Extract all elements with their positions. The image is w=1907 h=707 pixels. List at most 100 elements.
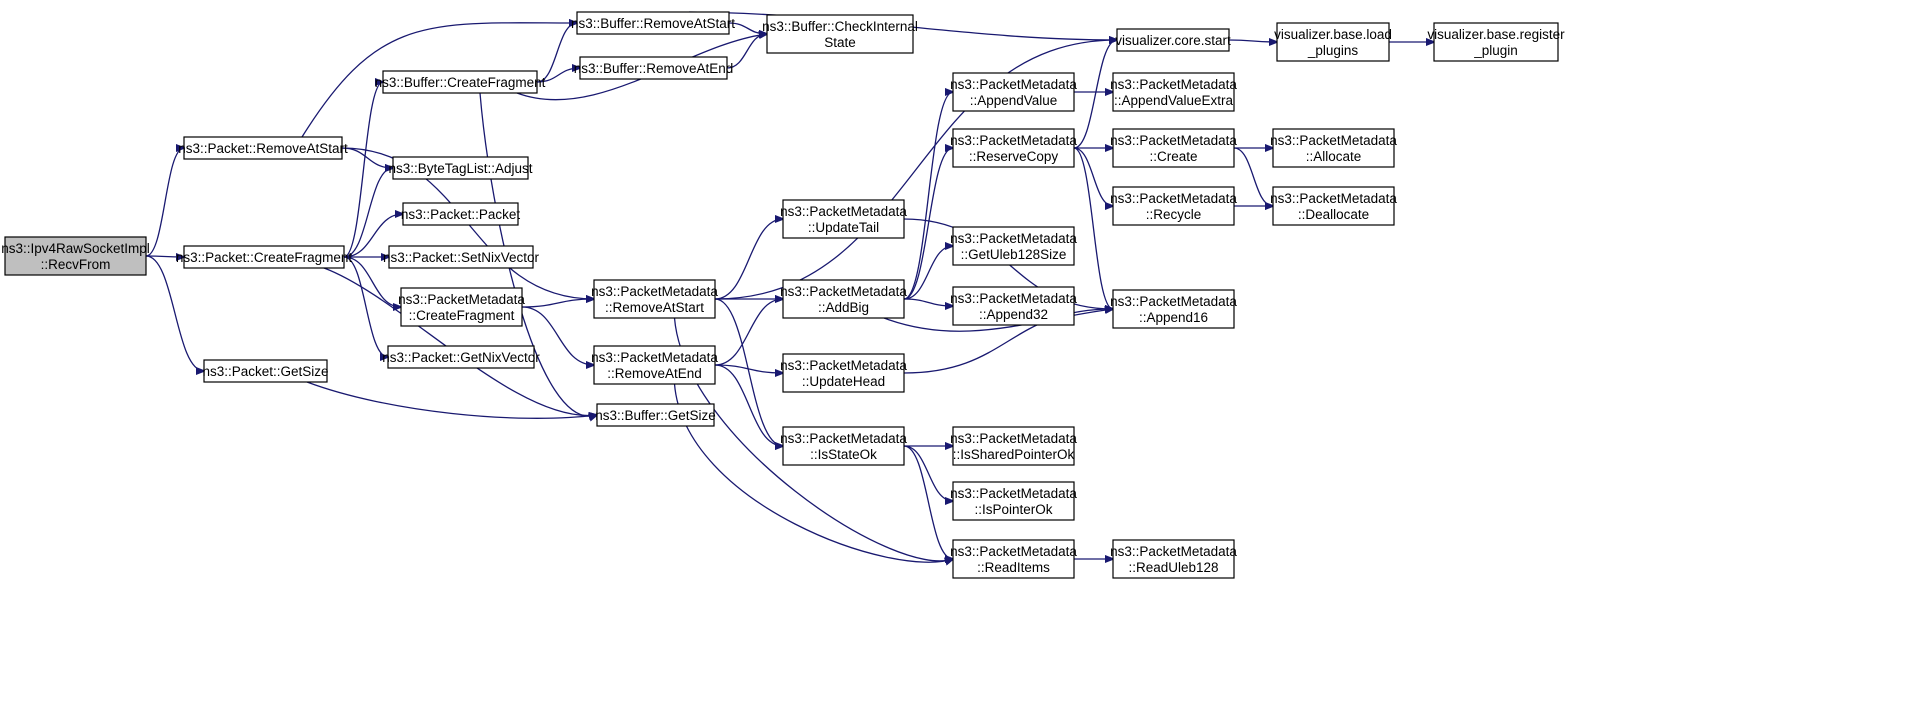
node-box[interactable] bbox=[766, 14, 914, 54]
node-pm_reservecopy[interactable]: ns3::PacketMetadata::ReserveCopy bbox=[950, 128, 1077, 168]
node-pkt_setnixvector[interactable]: ns3::Packet::SetNixVector bbox=[383, 245, 540, 269]
node-box[interactable] bbox=[952, 286, 1075, 326]
node-buf_getsize[interactable]: ns3::Buffer::GetSize bbox=[595, 403, 716, 427]
node-pm_appendvalueextra[interactable]: ns3::PacketMetadata::AppendValueExtra bbox=[1110, 72, 1237, 112]
node-box[interactable] bbox=[593, 345, 716, 385]
node-label: _plugin bbox=[1473, 43, 1518, 58]
node-box[interactable] bbox=[1116, 28, 1230, 52]
node-box[interactable] bbox=[782, 279, 905, 319]
edge-pm_addbig-to-pm_append32 bbox=[903, 298, 953, 306]
node-label: ns3::PacketMetadata bbox=[398, 292, 525, 307]
node-vis_base_loadplugins[interactable]: visualizer.base.load_plugins bbox=[1274, 22, 1392, 62]
edge-buf_createfragment-to-buf_removeatend bbox=[536, 68, 580, 83]
node-box[interactable] bbox=[952, 226, 1075, 266]
node-pkt_getnixvector[interactable]: ns3::Packet::GetNixVector bbox=[382, 345, 540, 369]
node-box[interactable] bbox=[1112, 539, 1235, 579]
node-pm_addbig[interactable]: ns3::PacketMetadata::AddBig bbox=[780, 279, 907, 319]
node-pm_append16[interactable]: ns3::PacketMetadata::Append16 bbox=[1110, 289, 1237, 329]
node-box[interactable] bbox=[1276, 22, 1390, 62]
node-pkt_getsize[interactable]: ns3::Packet::GetSize bbox=[202, 359, 329, 383]
edge-pkt_createfragment-to-buf_createfragment bbox=[343, 82, 383, 258]
edge-buf_removeatend-to-buf_checkinternalstate bbox=[726, 34, 767, 69]
node-label: ::Create bbox=[1149, 149, 1197, 164]
node-bytetaglist_adjust[interactable]: ns3::ByteTagList::Adjust bbox=[388, 156, 533, 180]
node-pm_removeatstart[interactable]: ns3::PacketMetadata::RemoveAtStart bbox=[591, 279, 718, 319]
node-box[interactable] bbox=[1112, 289, 1235, 329]
node-box[interactable] bbox=[183, 136, 343, 160]
node-box[interactable] bbox=[782, 426, 905, 466]
node-label: ::RemoveAtStart bbox=[605, 300, 704, 315]
node-box[interactable] bbox=[388, 245, 534, 269]
node-pm_appendvalue[interactable]: ns3::PacketMetadata::AppendValue bbox=[950, 72, 1077, 112]
node-label: ::IsPointerOk bbox=[974, 502, 1052, 517]
edge-pm_reservecopy-to-pm_recycle bbox=[1073, 147, 1113, 206]
node-pm_readuleb128[interactable]: ns3::PacketMetadata::ReadUleb128 bbox=[1110, 539, 1237, 579]
node-label: ns3::PacketMetadata bbox=[780, 204, 907, 219]
node-pm_updatetail[interactable]: ns3::PacketMetadata::UpdateTail bbox=[780, 199, 907, 239]
node-label: ns3::Buffer::CheckInternal bbox=[762, 19, 918, 34]
node-box[interactable] bbox=[1112, 72, 1235, 112]
node-pm_isstateok[interactable]: ns3::PacketMetadata::IsStateOk bbox=[780, 426, 907, 466]
node-label: ns3::PacketMetadata bbox=[1110, 544, 1237, 559]
node-label: ::UpdateTail bbox=[808, 220, 879, 235]
node-box[interactable] bbox=[596, 403, 715, 427]
node-box[interactable] bbox=[576, 11, 730, 35]
node-pm_recycle[interactable]: ns3::PacketMetadata::Recycle bbox=[1110, 186, 1237, 226]
node-box[interactable] bbox=[782, 353, 905, 393]
node-pm_issharedpointerok[interactable]: ns3::PacketMetadata::IsSharedPointerOk bbox=[950, 426, 1077, 466]
node-vis_core_start[interactable]: visualizer.core.start bbox=[1115, 28, 1231, 52]
node-box[interactable] bbox=[1272, 186, 1395, 226]
node-pm_ispointerok[interactable]: ns3::PacketMetadata::IsPointerOk bbox=[950, 481, 1077, 521]
node-box[interactable] bbox=[400, 287, 523, 327]
node-label: ns3::Packet::CreateFragment bbox=[176, 250, 353, 265]
node-pkt_removeatstart[interactable]: ns3::Packet::RemoveAtStart bbox=[178, 136, 348, 160]
node-pm_removeatend[interactable]: ns3::PacketMetadata::RemoveAtEnd bbox=[591, 345, 718, 385]
node-box[interactable] bbox=[402, 202, 519, 226]
node-box bbox=[4, 236, 147, 276]
node-pm_append32[interactable]: ns3::PacketMetadata::Append32 bbox=[950, 286, 1077, 326]
node-label: ::Deallocate bbox=[1298, 207, 1369, 222]
node-pkt_createfragment[interactable]: ns3::Packet::CreateFragment bbox=[176, 245, 353, 269]
node-vis_base_registerplugin[interactable]: visualizer.base.register_plugin bbox=[1427, 22, 1565, 62]
edge-pm_removeatend-to-pm_isstateok bbox=[714, 364, 783, 446]
node-buf_removeatstart[interactable]: ns3::Buffer::RemoveAtStart bbox=[571, 11, 735, 35]
node-box[interactable] bbox=[382, 70, 538, 94]
node-box[interactable] bbox=[952, 128, 1075, 168]
node-label: ns3::Packet::RemoveAtStart bbox=[178, 141, 348, 156]
node-pm_allocate[interactable]: ns3::PacketMetadata::Allocate bbox=[1270, 128, 1397, 168]
node-box[interactable] bbox=[579, 56, 728, 80]
node-box[interactable] bbox=[593, 279, 716, 319]
node-buf_createfragment[interactable]: ns3::Buffer::CreateFragment bbox=[375, 70, 546, 94]
node-pm_readitems[interactable]: ns3::PacketMetadata::ReadItems bbox=[950, 539, 1077, 579]
node-label: ns3::PacketMetadata bbox=[950, 133, 1077, 148]
node-pkt_packet[interactable]: ns3::Packet::Packet bbox=[401, 202, 521, 226]
node-pm_createfragment[interactable]: ns3::PacketMetadata::CreateFragment bbox=[398, 287, 525, 327]
node-pm_updatehead[interactable]: ns3::PacketMetadata::UpdateHead bbox=[780, 353, 907, 393]
node-box[interactable] bbox=[387, 345, 535, 369]
node-buf_removeatend[interactable]: ns3::Buffer::RemoveAtEnd bbox=[574, 56, 734, 80]
node-box[interactable] bbox=[1112, 186, 1235, 226]
node-box[interactable] bbox=[782, 199, 905, 239]
node-label: ns3::PacketMetadata bbox=[1270, 191, 1397, 206]
node-box[interactable] bbox=[1272, 128, 1395, 168]
node-label: ::IsSharedPointerOk bbox=[953, 447, 1075, 462]
node-label: ns3::PacketMetadata bbox=[950, 291, 1077, 306]
node-box[interactable] bbox=[952, 426, 1075, 466]
node-label: ::Append32 bbox=[979, 307, 1048, 322]
node-pm_getuleb128size[interactable]: ns3::PacketMetadata::GetUleb128Size bbox=[950, 226, 1077, 266]
edge-pm_removeatend-to-pm_updatehead bbox=[714, 364, 783, 373]
node-box[interactable] bbox=[1112, 128, 1235, 168]
node-box[interactable] bbox=[952, 72, 1075, 112]
node-box[interactable] bbox=[1433, 22, 1559, 62]
node-box[interactable] bbox=[392, 156, 529, 180]
node-label: ::ReadItems bbox=[977, 560, 1050, 575]
node-label: ns3::Packet::GetNixVector bbox=[382, 350, 540, 365]
node-box[interactable] bbox=[952, 539, 1075, 579]
node-label: ns3::PacketMetadata bbox=[950, 486, 1077, 501]
node-box[interactable] bbox=[183, 245, 345, 269]
node-pm_create[interactable]: ns3::PacketMetadata::Create bbox=[1110, 128, 1237, 168]
node-pm_deallocate[interactable]: ns3::PacketMetadata::Deallocate bbox=[1270, 186, 1397, 226]
node-box[interactable] bbox=[203, 359, 328, 383]
node-box[interactable] bbox=[952, 481, 1075, 521]
